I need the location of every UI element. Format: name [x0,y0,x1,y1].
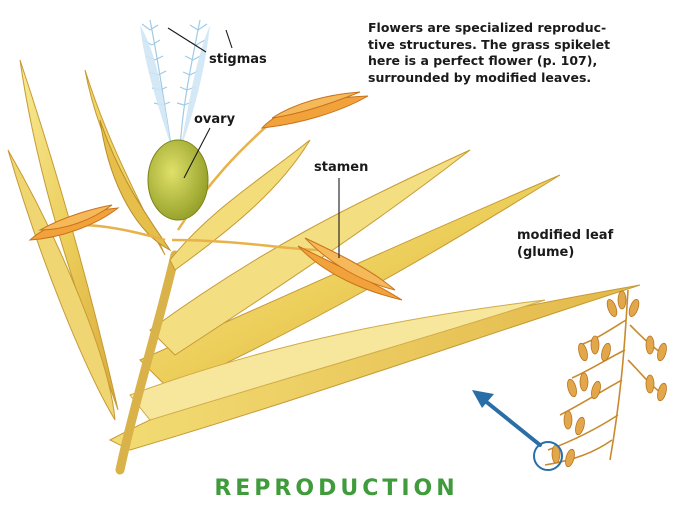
caption-text: Flowers are specialized reproduc- tive s… [368,20,668,86]
stigmas-leader-2 [226,30,232,48]
pointer-arrow-shaft [484,400,540,445]
page-heading: REPRODUCTION [0,476,673,501]
outer-leaf-left-wide [8,150,115,420]
label-stigmas: stigmas [209,52,267,68]
ovary-body [148,140,208,220]
inset-grass-plant [545,290,660,465]
label-modified-leaf-line1: modified leaf [517,228,613,244]
label-stamen: stamen [314,160,368,176]
label-modified-leaf-line2: (glume) [517,245,574,261]
stigmas-leader-1 [168,28,206,52]
label-ovary: ovary [194,112,235,128]
